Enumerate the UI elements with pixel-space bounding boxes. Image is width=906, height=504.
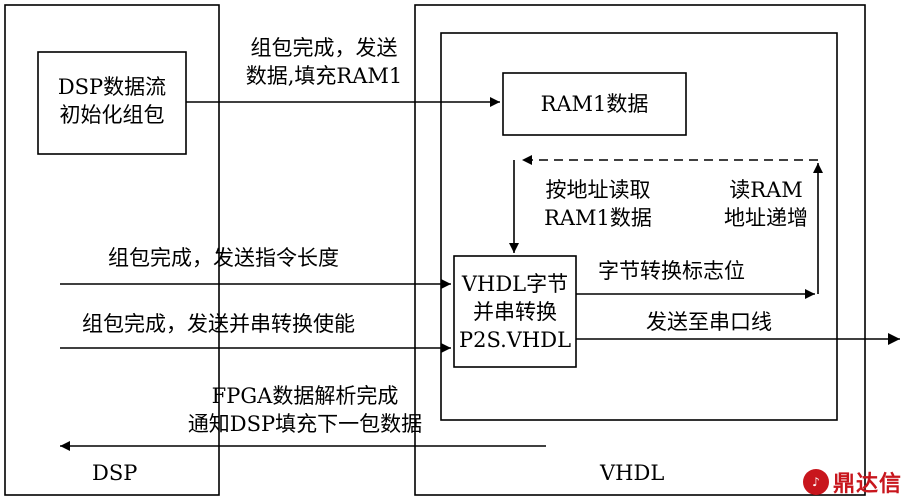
converter-label: VHDL字节 并串转换 P2S.VHDL — [454, 270, 576, 354]
read-ram-increment-line-1: 读RAM — [729, 178, 803, 202]
fpga-done-line-2: 通知DSP填充下一包数据 — [187, 412, 423, 436]
converter-line-2: 并串转换 — [473, 300, 557, 324]
serial-out-label: 发送至串口线 — [646, 310, 772, 334]
ram1-box — [502, 72, 687, 136]
dsp-packet-line-1: DSP数据流 — [57, 75, 167, 99]
vhdl-container-outer — [414, 4, 866, 496]
read-by-address-line-1: 按地址读取 — [545, 178, 651, 202]
dsp-packet-label: DSP数据流 初始化组包 — [38, 73, 186, 129]
dsp-label: DSP — [92, 461, 138, 485]
watermark: ♪ 鼎达信 — [802, 466, 902, 498]
dsp-packet-box — [37, 51, 187, 155]
byte-flag-label: 字节转换标志位 — [598, 259, 745, 283]
dsp-container — [4, 4, 220, 496]
fpga-done-label: FPGA数据解析完成 通知DSP填充下一包数据 — [150, 382, 460, 438]
converter-line-1: VHDL字节 — [461, 272, 569, 296]
vhdl-container-inner — [440, 32, 838, 421]
ddx-logo-icon: ♪ — [802, 469, 829, 495]
read-ram-increment-label: 读RAM 地址递增 — [706, 176, 826, 232]
fill-ram-label: 组包完成，发送 数据,填充RAM1 — [224, 34, 424, 90]
vhdl-label: VHDL — [600, 461, 665, 485]
read-by-address-line-2: RAM1数据 — [544, 206, 652, 230]
ram1-label: RAM1数据 — [540, 92, 649, 116]
cmd-length-label: 组包完成，发送指令长度 — [108, 246, 339, 270]
watermark-text: 鼎达信 — [832, 472, 902, 497]
fill-ram-line-2: 数据,填充RAM1 — [245, 64, 403, 88]
enable-label: 组包完成，发送并串转换使能 — [82, 312, 355, 336]
converter-line-3: P2S.VHDL — [458, 328, 572, 352]
fill-ram-line-1: 组包完成，发送 — [250, 36, 398, 60]
read-by-address-label: 按地址读取 RAM1数据 — [528, 176, 668, 232]
dsp-packet-line-2: 初始化组包 — [59, 103, 165, 127]
read-ram-increment-line-2: 地址递增 — [724, 206, 808, 230]
converter-box — [453, 255, 577, 368]
fpga-done-line-1: FPGA数据解析完成 — [211, 384, 399, 408]
